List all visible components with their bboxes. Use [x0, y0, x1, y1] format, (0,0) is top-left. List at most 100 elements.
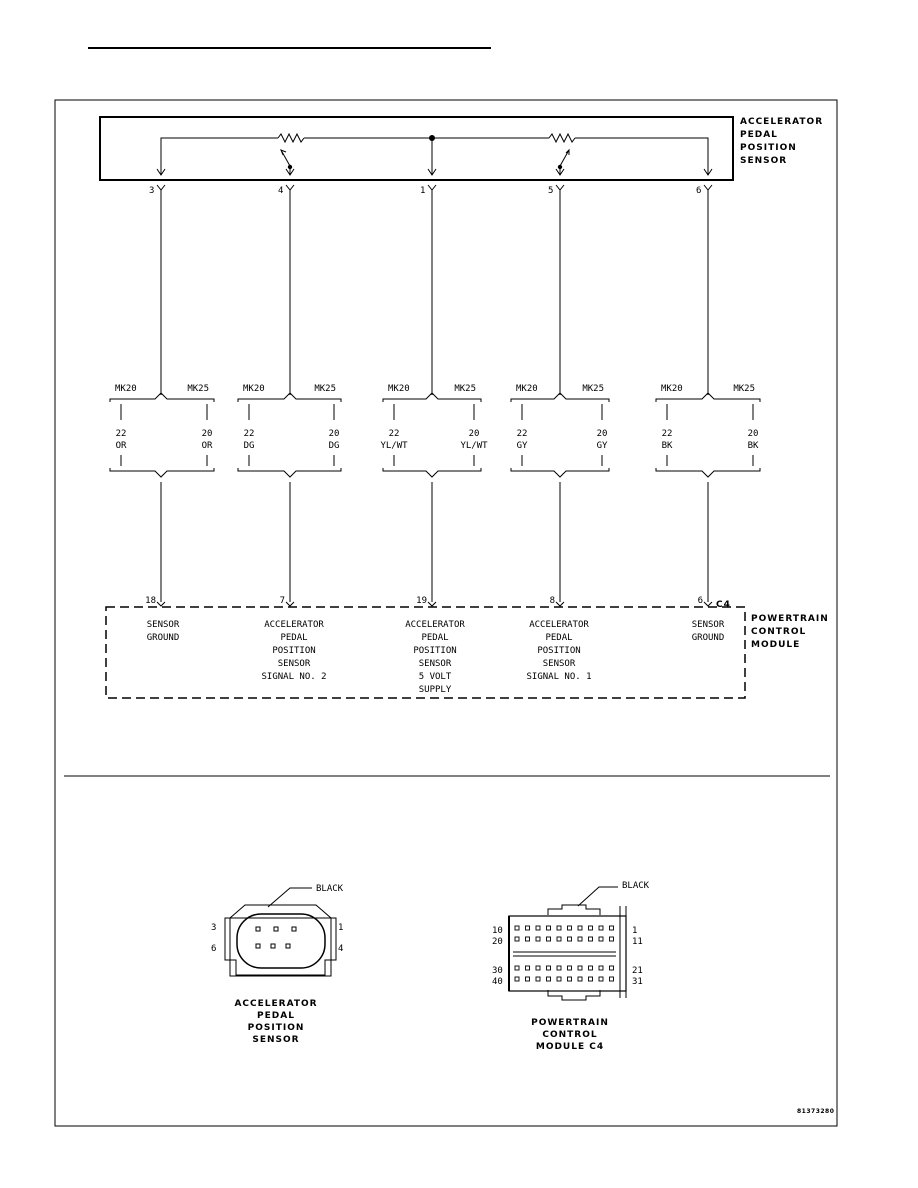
wire-lower	[555, 482, 565, 607]
sensor-label-line-1: ACCELERATOR	[740, 117, 823, 127]
pcm-pin-label: 6	[698, 596, 703, 606]
left-color: YL/WT	[380, 441, 408, 451]
pin-cavity	[588, 936, 593, 942]
pin-cavity	[609, 976, 614, 982]
sensor-pin-label: 1	[420, 186, 425, 196]
left-gauge: 22	[116, 429, 127, 439]
right-circuit-code: MK25	[454, 384, 476, 394]
pcm-pin-label: 8	[550, 596, 555, 606]
pcm-pin-30: 30	[492, 966, 503, 976]
lower-brace	[382, 468, 482, 478]
sensor-pin-1: 1	[338, 923, 343, 933]
pin-function-line: SENSOR	[692, 620, 725, 630]
pin-function-line: GROUND	[692, 633, 725, 643]
pcm-pin-21: 21	[632, 966, 643, 976]
pcm-pin-grid	[514, 925, 614, 982]
wire-lower	[703, 482, 713, 607]
pin-cavity	[598, 936, 604, 942]
right-circuit-code: MK25	[187, 384, 209, 394]
lower-brace	[655, 468, 761, 478]
pcm-pin-1: 1	[632, 926, 637, 936]
sensor-pin-6: 6	[211, 944, 216, 954]
pin-function-line: POSITION	[272, 646, 315, 656]
pin-function-line: PEDAL	[545, 633, 572, 643]
sensor-label-line-2: PEDAL	[740, 130, 778, 140]
pin-function-line: SIGNAL NO. 1	[526, 672, 591, 682]
sensor-pin-label: 6	[696, 186, 701, 196]
pin-cavity	[588, 925, 593, 931]
right-color: OR	[202, 441, 213, 451]
pcm-label-line-2: CONTROL	[751, 627, 806, 637]
pin-function-line: GROUND	[147, 633, 180, 643]
pin-cavity	[588, 976, 593, 982]
left-color: OR	[116, 441, 127, 451]
pin-cavity	[567, 925, 572, 931]
pcm-label-line-3: MODULE	[751, 640, 800, 650]
left-color: BK	[662, 441, 673, 451]
lower-brace	[237, 468, 342, 478]
sensor-view-title-3: POSITION	[248, 1023, 305, 1033]
splice-stubs	[393, 404, 475, 466]
splice-stubs	[521, 404, 603, 466]
right-circuit-code: MK25	[314, 384, 336, 394]
pin-cavity	[556, 965, 562, 971]
pin-cavity	[535, 925, 541, 931]
right-gauge: 20	[202, 429, 213, 439]
pin-cavity	[525, 965, 530, 971]
pin-cavity	[514, 965, 520, 971]
right-circuit-code: MK25	[733, 384, 755, 394]
pin-cavity	[609, 936, 614, 942]
pcm-view-title-1: POWERTRAIN	[531, 1018, 609, 1028]
pin-function-line: SENSOR	[419, 659, 452, 669]
wire-lower	[285, 482, 295, 607]
figure-id: 81373280	[797, 1108, 834, 1115]
pin-cavity	[556, 936, 562, 942]
left-gauge: 22	[389, 429, 400, 439]
sensor-view-title-1: ACCELERATOR	[234, 999, 317, 1009]
wire-upper	[285, 184, 295, 395]
pcm-connector-color: BLACK	[622, 881, 650, 891]
pin-function-line: ACCELERATOR	[264, 620, 324, 630]
right-color: DG	[329, 441, 340, 451]
pin-cavity	[514, 925, 520, 931]
left-circuit-code: MK20	[243, 384, 265, 394]
diagram-frame	[54, 99, 838, 1127]
pcm-pin-label: 19	[416, 596, 427, 606]
pin-cavity	[567, 976, 572, 982]
right-color: YL/WT	[460, 441, 488, 451]
pin-cavity	[556, 925, 562, 931]
right-gauge: 20	[469, 429, 480, 439]
pin-function-line: SENSOR	[278, 659, 311, 669]
right-color: GY	[597, 441, 608, 451]
pcm-view-title-3: MODULE C4	[536, 1042, 604, 1052]
wire-upper	[555, 184, 565, 395]
sensor-label-line-4: SENSOR	[740, 156, 787, 166]
pin-cavity	[525, 976, 530, 982]
pin-cavity	[556, 976, 562, 982]
pin-cavity	[525, 936, 530, 942]
left-color: DG	[244, 441, 255, 451]
upper-brace	[382, 392, 482, 402]
pin-cavity	[535, 936, 541, 942]
pin-cavity	[546, 936, 551, 942]
sensor-pin-4: 4	[338, 944, 343, 954]
left-circuit-code: MK20	[661, 384, 683, 394]
pcm-label-line-1: POWERTRAIN	[751, 614, 829, 624]
pin-function-line: SENSOR	[543, 659, 576, 669]
left-color: GY	[517, 441, 528, 451]
pin-cavity	[577, 965, 583, 971]
pin-cavity	[609, 925, 614, 931]
sensor-pin-3: 3	[211, 923, 216, 933]
wire-lower	[156, 482, 166, 607]
pin-function-line: ACCELERATOR	[405, 620, 465, 630]
pin-function-line: PEDAL	[280, 633, 307, 643]
upper-brace	[237, 392, 342, 402]
pcm-pin-label: 18	[145, 596, 156, 606]
left-gauge: 22	[517, 429, 528, 439]
left-circuit-code: MK20	[115, 384, 137, 394]
